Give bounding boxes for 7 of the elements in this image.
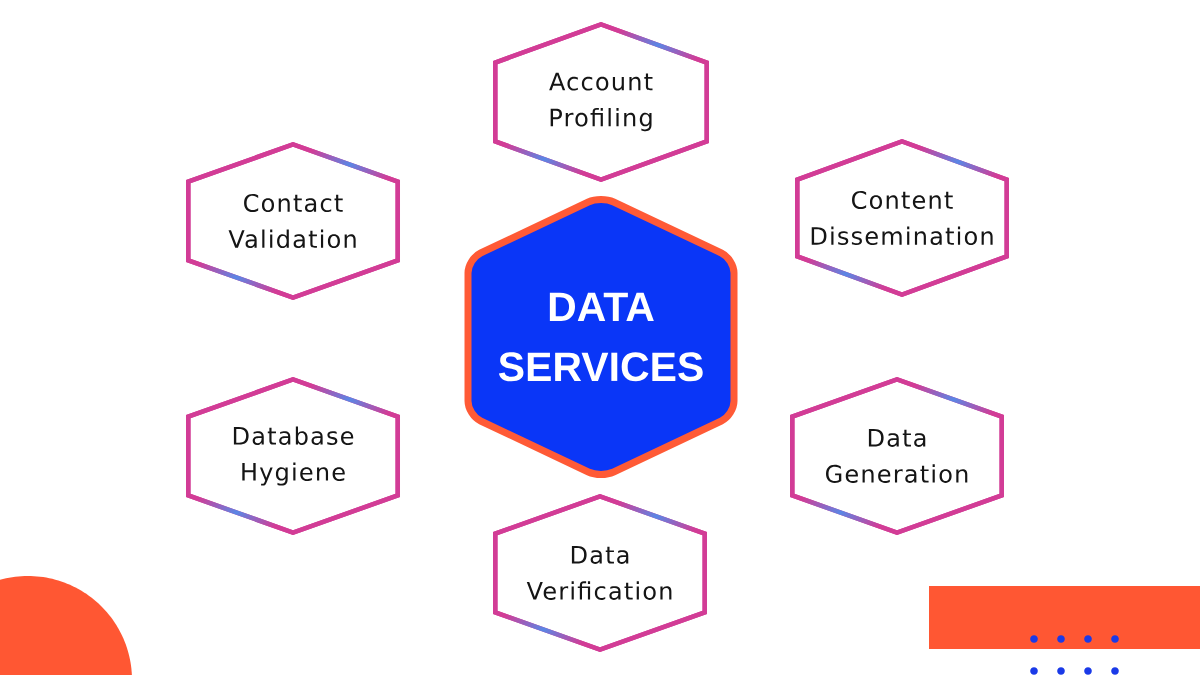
hexagon-box: Data Verification (493, 494, 707, 652)
hexagon-box: Data Generation (790, 377, 1004, 535)
hexagon-box: Account Profiling (493, 22, 709, 182)
central-hexagon: DATA SERVICES (464, 196, 738, 478)
hexagon-box: Database Hygiene (186, 377, 400, 535)
hexagon-box: Contact Validation (186, 142, 400, 300)
hexagon-box: Content Dissemination (795, 139, 1009, 297)
